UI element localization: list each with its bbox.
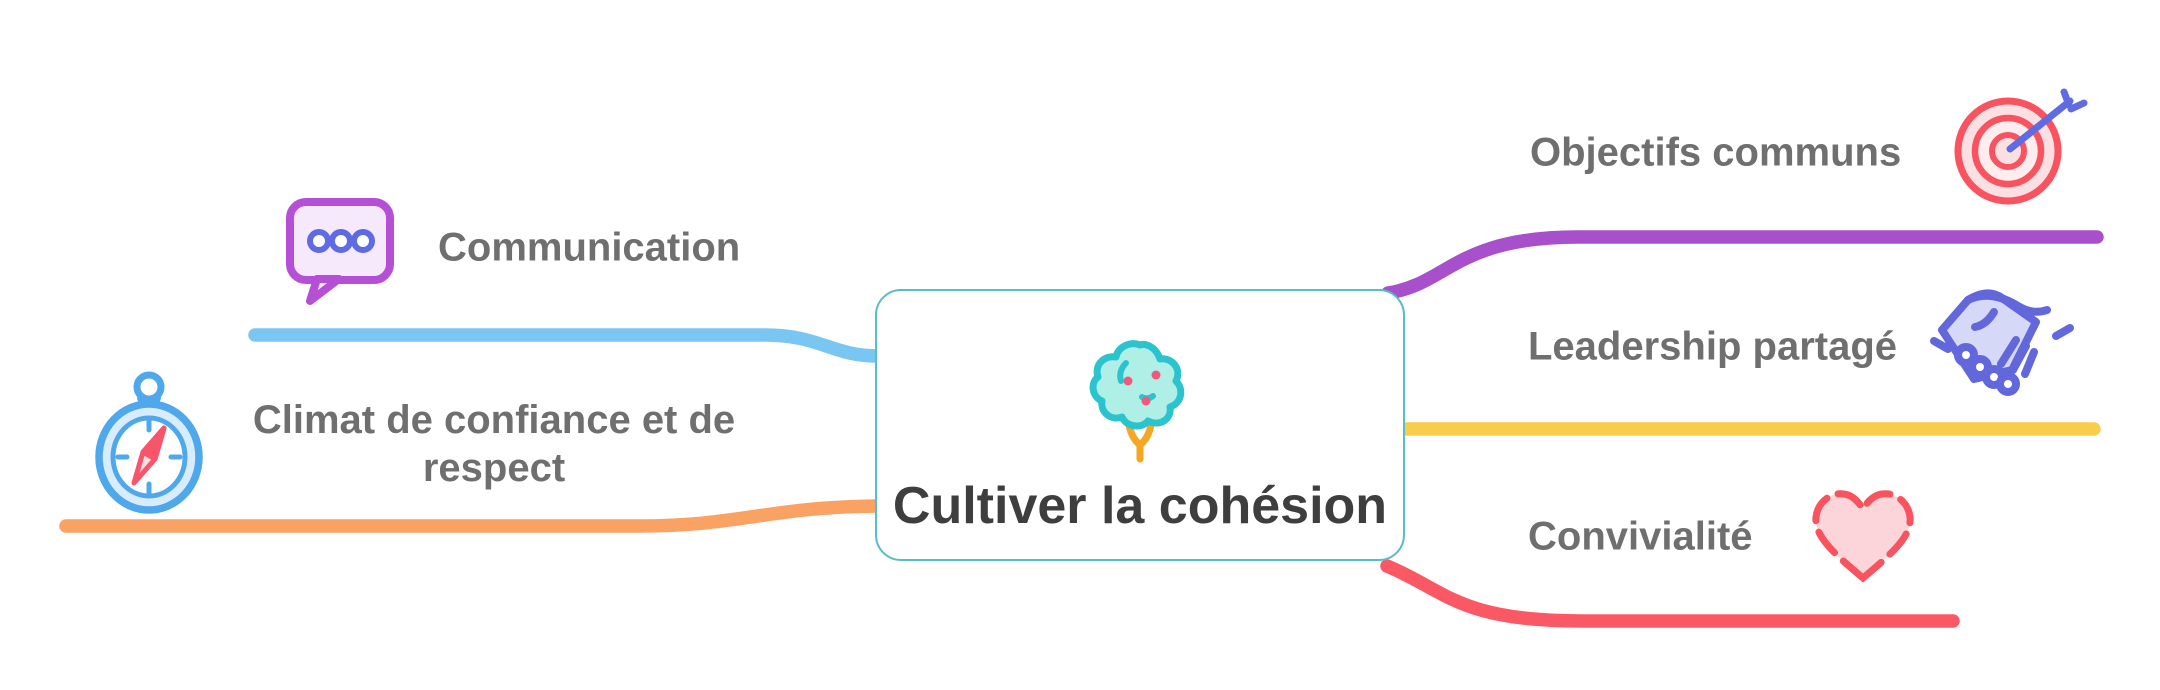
handshake-icon — [1928, 284, 2078, 409]
objectifs-branch-line — [1381, 230, 2104, 300]
convivialite-label: Convivialité — [1528, 514, 1753, 559]
communication-branch-line — [248, 328, 885, 363]
leadership-label: Leadership partagé — [1528, 324, 1898, 369]
communication-label: Communication — [438, 225, 741, 270]
climat-branch-line — [59, 499, 885, 533]
heart-icon — [1806, 485, 1920, 592]
objectifs-label: Objectifs communs — [1530, 130, 1902, 175]
central-node-title: Cultiver la cohésion — [892, 477, 1388, 535]
compass-icon — [92, 368, 207, 519]
chat-bubble-icon — [284, 196, 398, 313]
tree-icon — [1088, 339, 1192, 468]
convivialite-branch-line — [1380, 559, 1960, 628]
target-icon — [1948, 88, 2110, 219]
climat-label: Climat de confiance et de respect — [252, 398, 736, 490]
central-node[interactable]: Cultiver la cohésion — [875, 289, 1405, 561]
